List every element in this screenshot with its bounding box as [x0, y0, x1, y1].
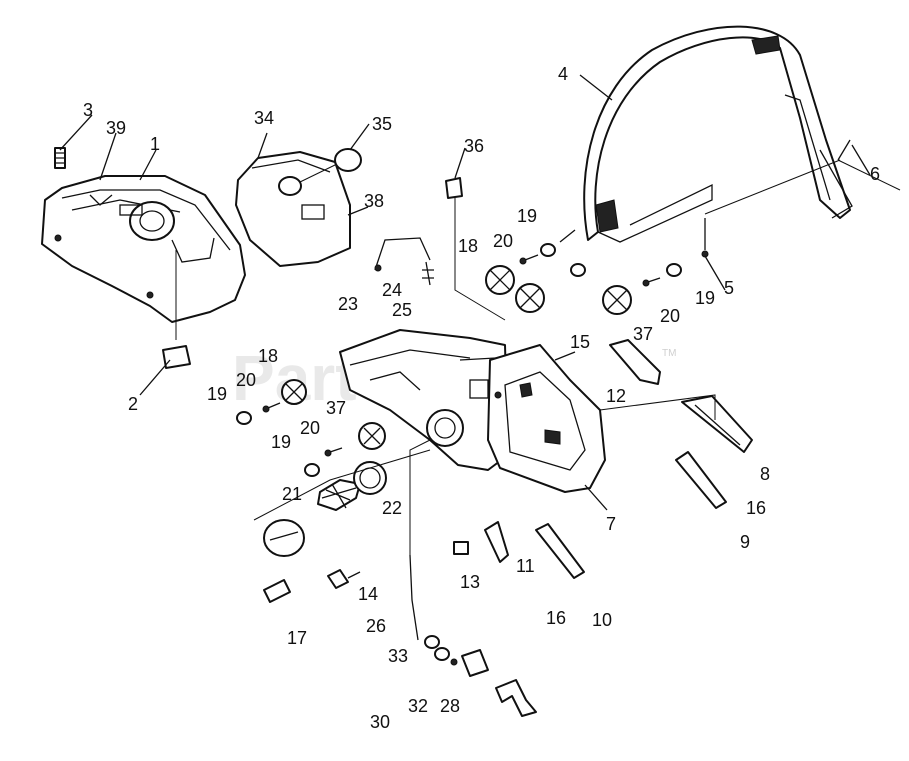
callout-12: 12	[606, 386, 626, 406]
part-damper-37-lower	[358, 422, 386, 450]
callout-13: 13	[460, 572, 480, 592]
callout-10: 10	[592, 610, 612, 630]
part-filter-screen	[317, 479, 361, 511]
part-bushing-13	[453, 541, 469, 555]
part-fitting-33	[424, 635, 440, 649]
callout-6: 6	[870, 164, 880, 184]
part-screw-3	[54, 147, 66, 169]
callout-leaders	[59, 74, 871, 511]
callout-18-a: 18	[458, 236, 478, 256]
callout-7: 7	[606, 514, 616, 534]
part-bolt-20-c	[262, 402, 281, 413]
leader-line	[253, 449, 431, 521]
part-washer-19-b	[570, 263, 586, 277]
part-fitting-28	[461, 649, 537, 717]
part-trigger-rod	[675, 451, 727, 509]
part-damper-37-upper	[602, 285, 632, 315]
part-front-handle	[583, 25, 853, 243]
part-damper-upper-2	[515, 283, 545, 313]
callout-4: 4	[558, 64, 568, 84]
leader-line	[599, 394, 716, 420]
callout-20-c: 20	[236, 370, 256, 390]
part-washer-19-c	[666, 263, 682, 277]
callout-25: 25	[392, 300, 412, 320]
callout-24: 24	[382, 280, 402, 300]
part-clip	[445, 177, 506, 321]
part-lever-11	[484, 521, 509, 563]
part-knob	[299, 148, 362, 183]
part-throttle-lever	[609, 339, 661, 385]
callout-22: 22	[382, 498, 402, 518]
watermark-tm: TM	[662, 348, 676, 359]
callout-20-d: 20	[300, 418, 320, 438]
callout-3: 3	[83, 100, 93, 120]
callout-38: 38	[364, 191, 384, 211]
callout-34: 34	[254, 108, 274, 128]
callout-19-c: 19	[207, 384, 227, 404]
callout-8: 8	[760, 464, 770, 484]
leader-line	[409, 439, 431, 555]
callout-2: 2	[128, 394, 138, 414]
part-bolt-6	[837, 139, 901, 191]
callout-23: 23	[338, 294, 358, 314]
part-rear-handle	[487, 344, 606, 493]
part-trigger	[681, 395, 753, 453]
callout-18-b: 18	[258, 346, 278, 366]
part-fitting-17	[263, 579, 291, 603]
callout-17: 17	[287, 628, 307, 648]
callout-39: 39	[106, 118, 126, 138]
callout-19-d: 19	[271, 432, 291, 452]
part-fitting-32	[434, 647, 450, 661]
leader-line	[704, 159, 841, 215]
part-pin-15	[554, 351, 576, 361]
part-rod-10	[535, 523, 585, 579]
callout-32: 32	[408, 696, 428, 716]
part-crankcase	[339, 329, 509, 471]
callout-35: 35	[372, 114, 392, 134]
part-bolt-20-d	[324, 447, 343, 457]
callout-30: 30	[370, 712, 390, 732]
part-fuel-cap	[263, 519, 305, 557]
callout-16-a: 16	[746, 498, 766, 518]
part-filter-cover	[235, 151, 351, 267]
part-washer-19-a	[540, 243, 556, 257]
part-bolt-20-b	[642, 277, 661, 287]
part-bolt-20-a	[519, 254, 539, 265]
part-damper-18-upper	[485, 265, 515, 295]
callout-11: 11	[516, 556, 535, 576]
callout-9: 9	[740, 532, 750, 552]
part-washer-19-e	[304, 463, 320, 477]
part-bolt-5	[701, 218, 709, 258]
callout-5: 5	[724, 278, 734, 298]
part-fitting-30	[450, 658, 458, 666]
callout-28: 28	[440, 696, 460, 716]
callout-labels: 3 39 1 2 34 35 36 38 4 6 5 19 20 18 19 2…	[83, 64, 880, 732]
callout-36: 36	[464, 136, 484, 156]
callout-21: 21	[282, 484, 302, 504]
callout-14: 14	[358, 584, 378, 604]
callout-19-a: 19	[517, 206, 537, 226]
part-throttle-rod	[374, 237, 431, 272]
part-plug-14	[327, 569, 361, 589]
callout-1: 1	[150, 134, 160, 154]
callout-33: 33	[388, 646, 408, 666]
part-washer-19-d	[236, 411, 252, 425]
callout-15: 15	[570, 332, 590, 352]
part-hose	[409, 554, 419, 641]
part-top-cover	[41, 175, 246, 323]
callout-20-b: 20	[660, 306, 680, 326]
callout-37-a: 37	[633, 324, 653, 344]
part-damper-18-lower	[281, 379, 307, 405]
callout-20-a: 20	[493, 231, 513, 251]
callout-19-b: 19	[695, 288, 715, 308]
callout-37-b: 37	[326, 398, 346, 418]
callout-16-b: 16	[546, 608, 566, 628]
part-oring	[353, 461, 387, 495]
callout-26: 26	[366, 616, 386, 636]
part-small-plate	[162, 345, 191, 369]
part-spring	[422, 261, 434, 286]
